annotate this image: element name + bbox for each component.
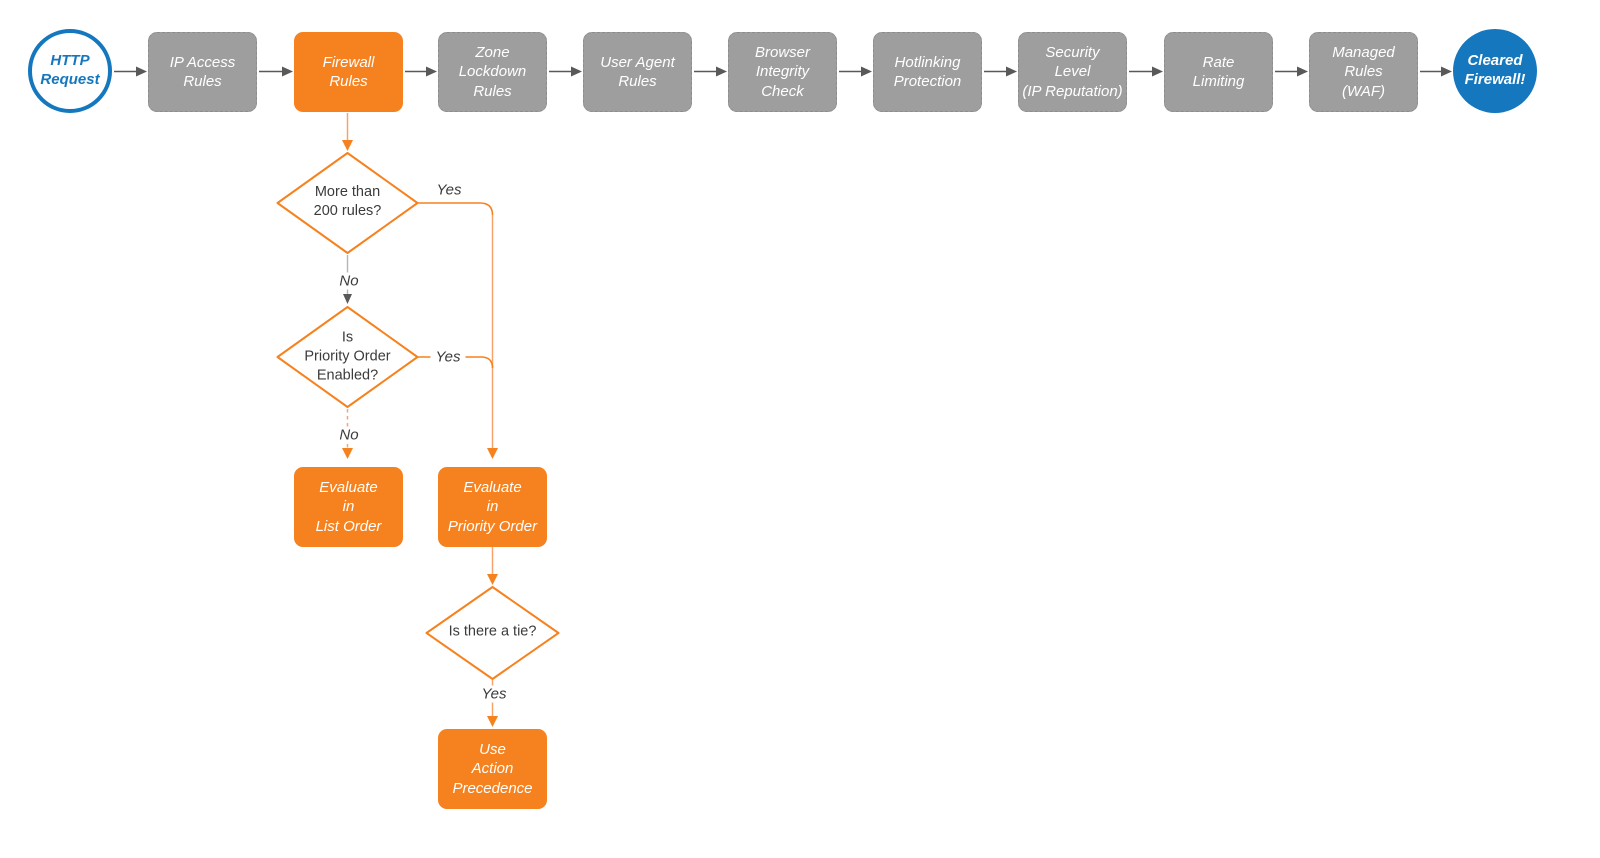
action-label: Use Action Precedence	[452, 740, 533, 797]
action-evaluate-in-list-order: Evaluate in List Order	[294, 467, 403, 547]
edge-label-d1-yes: Yes	[436, 181, 462, 199]
connector-d2-yes	[417, 356, 494, 369]
connector-d2-no	[342, 409, 353, 459]
step-user-agent-rules: User Agent Rules	[583, 32, 692, 112]
top-row-arrows	[114, 66, 1452, 77]
action-label: Evaluate in Priority Order	[447, 478, 538, 535]
step-zone-lockdown-rules: Zone Lockdown Rules	[438, 32, 547, 112]
decision-priority-order-enabled-label: Is Priority Order Enabled?	[304, 329, 391, 384]
step-label: Managed Rules (WAF)	[1332, 44, 1395, 100]
step-firewall-rules: Firewall Rules	[294, 32, 403, 112]
step-label: IP Access Rules	[169, 53, 236, 90]
step-ip-access-rules: IP Access Rules	[148, 32, 257, 112]
decision-more-than-200-rules-label: More than 200 rules?	[313, 184, 382, 219]
step-managed-rules-waf: Managed Rules (WAF)	[1309, 32, 1418, 112]
action-label: Evaluate in List Order	[315, 478, 382, 535]
step-rate-limiting: Rate Limiting	[1164, 32, 1273, 112]
step-security-level-ip-reputation: Security Level (IP Reputation)	[1018, 32, 1127, 112]
end-node-cleared-firewall: Cleared Firewall!	[1453, 29, 1537, 113]
step-label: User Agent Rules	[600, 53, 675, 90]
step-label: Zone Lockdown Rules	[458, 44, 527, 100]
start-node-http-request: HTTP Request	[28, 29, 112, 113]
connector-firewall-to-d1	[342, 113, 353, 151]
edge-label-d1-no: No	[334, 272, 364, 290]
start-node-label: HTTP Request	[40, 52, 100, 88]
action-use-action-precedence: Use Action Precedence	[438, 729, 547, 809]
decision-more-than-200-rules-shape	[276, 152, 419, 254]
decision-is-there-a-tie-shape	[425, 586, 560, 680]
edge-label-d2-no: No	[334, 426, 364, 444]
decision-priority-order-enabled-shape	[276, 306, 419, 408]
step-label: Browser Integrity Check	[754, 44, 810, 100]
edge-label-d3-yes: Yes	[476, 685, 512, 703]
step-browser-integrity-check: Browser Integrity Check	[728, 32, 837, 112]
decision-is-there-a-tie-label: Is there a tie?	[448, 623, 537, 640]
connector-d1-yes	[417, 202, 498, 459]
end-node-label: Cleared Firewall!	[1464, 52, 1526, 88]
step-hotlinking-protection: Hotlinking Protection	[873, 32, 982, 112]
step-label: Firewall Rules	[322, 53, 375, 90]
edge-label-d2-yes: Yes	[430, 348, 466, 366]
step-label: Rate Limiting	[1192, 53, 1245, 90]
action-evaluate-in-priority-order: Evaluate in Priority Order	[438, 467, 547, 547]
step-label: Hotlinking Protection	[893, 53, 962, 90]
step-label: Security Level (IP Reputation)	[1022, 44, 1123, 100]
connector-priority-to-d3	[487, 547, 498, 585]
